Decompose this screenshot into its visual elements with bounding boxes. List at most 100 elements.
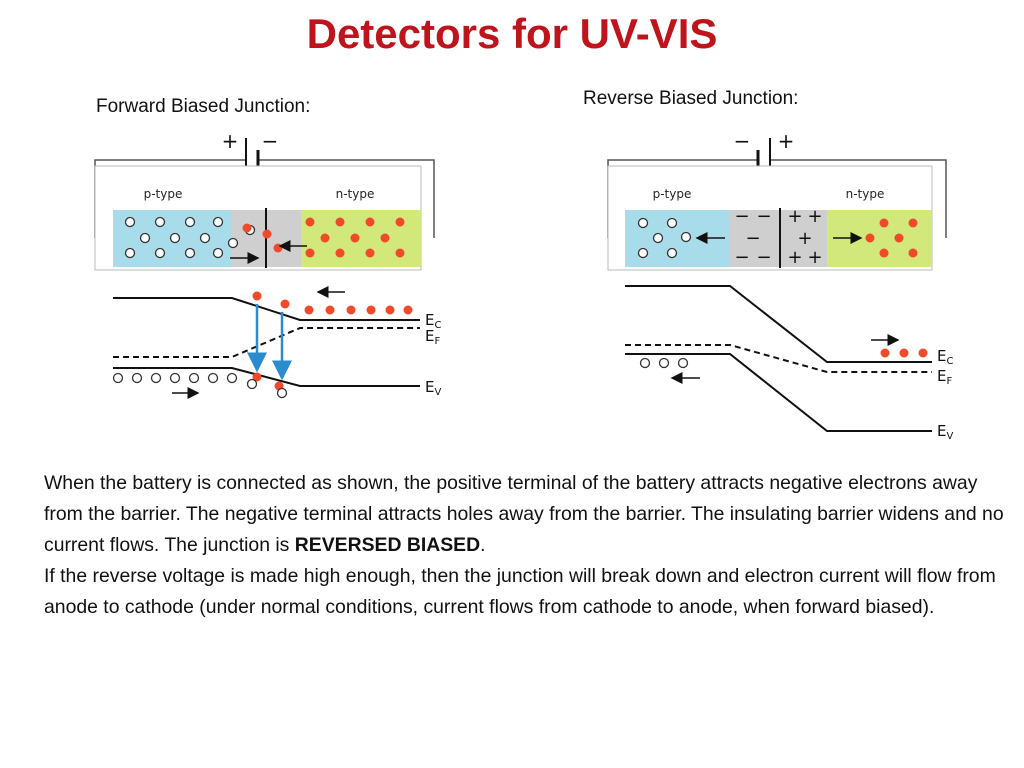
- battery-minus-sign: −: [262, 129, 279, 153]
- electron: [880, 348, 890, 358]
- positive-ion: +: [787, 247, 802, 268]
- electron: [385, 305, 395, 315]
- hole: [652, 232, 664, 244]
- explanation-paragraph-1: When the battery is connected as shown, …: [44, 468, 1014, 561]
- electron: [262, 229, 272, 239]
- hole: [637, 217, 649, 229]
- electron: [908, 248, 918, 258]
- electron: [366, 305, 376, 315]
- holes-group: [637, 217, 692, 259]
- ec-label: EC: [425, 311, 441, 331]
- hole: [131, 372, 143, 384]
- hole: [637, 247, 649, 259]
- valence-band-line: [625, 353, 932, 432]
- electron: [865, 233, 875, 243]
- electron: [346, 305, 356, 315]
- n-region: [301, 210, 421, 267]
- electron: [879, 248, 889, 258]
- depletion-region: [730, 210, 827, 267]
- battery-plus-sign: +: [222, 129, 239, 153]
- hole: [212, 216, 224, 228]
- negative-ion: −: [756, 247, 771, 268]
- valence-band-line: [113, 367, 420, 387]
- paragraph-1-end: .: [480, 534, 486, 556]
- ec-label: EC: [937, 347, 953, 367]
- depletion-positive-charges: + + + + +: [787, 206, 822, 268]
- hole: [666, 217, 678, 229]
- positive-ion: +: [807, 247, 822, 268]
- hole: [169, 372, 181, 384]
- battery-minus-sign: −: [734, 129, 751, 153]
- depletion-negative-charges: − − − − −: [734, 206, 771, 268]
- electron: [380, 233, 390, 243]
- negative-ion: −: [745, 228, 760, 249]
- electron: [335, 217, 345, 227]
- electron: [335, 248, 345, 258]
- explanation-text: When the battery is connected as shown, …: [44, 468, 1014, 623]
- n-type-label: n-type: [846, 187, 885, 201]
- electron: [280, 299, 290, 309]
- hole: [154, 247, 166, 259]
- paragraph-1-text: When the battery is connected as shown, …: [44, 472, 1004, 556]
- conduction-band-line: [625, 285, 932, 363]
- electron: [894, 233, 904, 243]
- negative-ion: −: [756, 206, 771, 227]
- battery-plus-sign: +: [778, 129, 795, 153]
- reverse-junction-diagram: − + p-type n-type − − − − − + + + + +: [607, 129, 953, 442]
- electrons-group: [865, 218, 918, 258]
- p-type-label: p-type: [144, 187, 183, 201]
- band-electrons: [252, 291, 413, 391]
- electron: [899, 348, 909, 358]
- forward-junction-diagram: + − p-type n-type: [94, 129, 441, 399]
- forward-biased-label: Forward Biased Junction:: [96, 96, 311, 117]
- hole: [169, 232, 181, 244]
- hole: [226, 372, 238, 384]
- hole: [677, 357, 689, 369]
- hole: [188, 372, 200, 384]
- positive-ion: +: [807, 206, 822, 227]
- ev-label: EV: [937, 422, 953, 442]
- electrons-group: [242, 217, 405, 258]
- hole: [150, 372, 162, 384]
- electron: [273, 243, 283, 253]
- explanation-paragraph-2: If the reverse voltage is made high enou…: [44, 565, 996, 618]
- hole: [124, 216, 136, 228]
- positive-ion: +: [797, 228, 812, 249]
- hole: [246, 378, 258, 390]
- band-electrons: [880, 348, 928, 358]
- electron: [325, 305, 335, 315]
- electron: [304, 305, 314, 315]
- electron: [305, 217, 315, 227]
- hole: [154, 216, 166, 228]
- fermi-level-line: [625, 344, 932, 373]
- p-type-label: p-type: [653, 187, 692, 201]
- hole: [658, 357, 670, 369]
- electron: [403, 305, 413, 315]
- electron: [365, 217, 375, 227]
- reverse-biased-label: Reverse Biased Junction:: [583, 88, 799, 109]
- electron: [350, 233, 360, 243]
- negative-ion: −: [734, 247, 749, 268]
- electron: [395, 248, 405, 258]
- electron: [365, 248, 375, 258]
- hole: [139, 232, 151, 244]
- electron: [242, 223, 252, 233]
- electron: [252, 291, 262, 301]
- electron: [908, 218, 918, 228]
- n-type-label: n-type: [336, 187, 375, 201]
- hole: [207, 372, 219, 384]
- hole: [212, 247, 224, 259]
- conduction-band-line: [113, 297, 420, 321]
- negative-ion: −: [734, 206, 749, 227]
- electron: [252, 372, 262, 382]
- ef-label: EF: [425, 327, 440, 347]
- hole: [680, 231, 692, 243]
- hole: [184, 216, 196, 228]
- hole: [227, 237, 239, 249]
- hole: [184, 247, 196, 259]
- hole: [112, 372, 124, 384]
- fermi-level-line: [113, 327, 420, 358]
- electron: [305, 248, 315, 258]
- hole: [666, 247, 678, 259]
